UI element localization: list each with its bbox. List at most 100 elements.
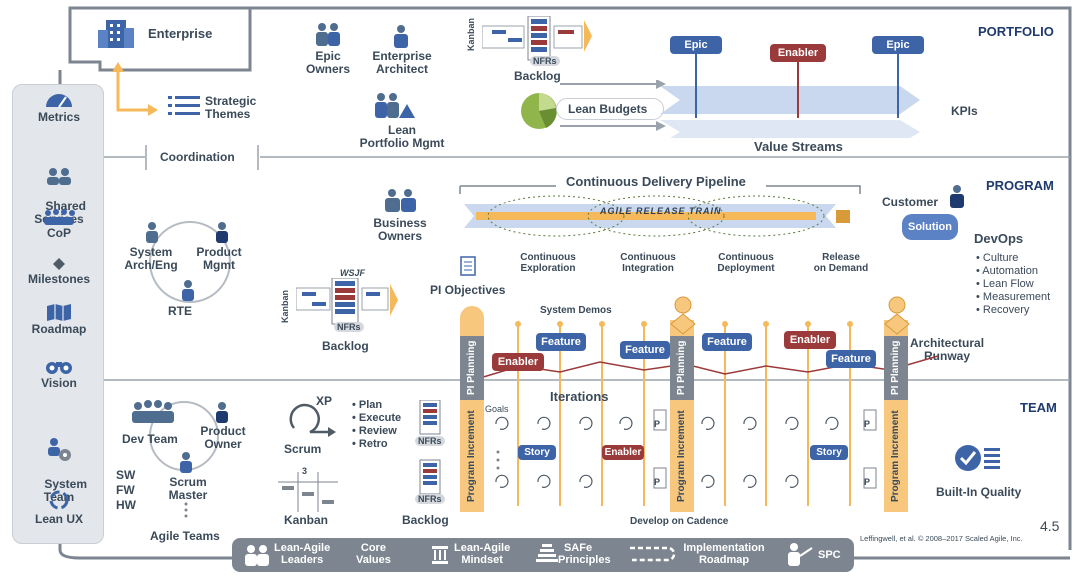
sidebar-item-lean-ux[interactable]: Lean UX: [13, 489, 105, 526]
diamond-icon: [53, 258, 65, 270]
strategic-themes-label: Strategic Themes: [205, 94, 257, 121]
program-kanban-label: Kanban: [280, 289, 290, 323]
portfolio-kanban-board: [482, 16, 592, 61]
program-nfrs-label: NFRs: [334, 322, 364, 332]
value-streams-graphic: [660, 36, 920, 138]
sidebar: Metrics Shared Services CoP Milestones R…: [12, 84, 104, 544]
team-kanban-label: Kanban: [284, 513, 329, 527]
lean-agile-mindset-link[interactable]: Lean-Agile Mindset: [454, 542, 511, 566]
feature-2: Feature: [620, 341, 670, 359]
coordination-label: Coordination: [160, 150, 235, 164]
document-icon: [460, 256, 476, 276]
enabler-2: Enabler: [784, 331, 836, 349]
program-increment-label-2: Program Increment: [676, 410, 687, 502]
pi-planning-label-1: PI Planning: [466, 340, 477, 396]
core-values-link[interactable]: Core Values: [356, 542, 391, 566]
map-icon: [47, 304, 71, 321]
continuous-exploration-label: Continuous Exploration: [520, 252, 576, 274]
team-backlog-stacks: [419, 400, 441, 495]
version-label: 4.5: [1040, 518, 1060, 534]
built-in-quality-label: Built-In Quality: [936, 485, 1022, 499]
team-backlog-label: Backlog: [402, 513, 449, 527]
program-level-label: PROGRAM: [986, 178, 1054, 193]
enterprise-label: Enterprise: [148, 26, 213, 41]
continuous-integration-label: Continuous Integration: [620, 252, 676, 274]
xp-label: XP: [316, 394, 333, 408]
community-icon: [44, 209, 75, 225]
team-nfrs-label-2: NFRs: [415, 494, 445, 504]
kpis-label: KPIs: [951, 104, 978, 118]
product-mgmt-label: Product Mgmt: [196, 245, 242, 272]
fw-label: FW: [116, 483, 135, 497]
pie-chart-icon: [521, 93, 557, 129]
devops-label: DevOps: [974, 231, 1024, 246]
binoculars-icon: [46, 362, 72, 374]
pi-planning-box-2: [670, 336, 694, 400]
leaders-icon: [245, 545, 269, 566]
sidebar-item-roadmap[interactable]: Roadmap: [13, 303, 105, 336]
safe-principles-link[interactable]: SAFe Principles: [558, 542, 611, 566]
release-on-demand-label: Release on Demand: [813, 252, 869, 274]
art-pipeline: [459, 185, 861, 237]
solution-pill: Solution: [902, 214, 958, 240]
lean-budgets-pill: [556, 98, 664, 120]
architectural-runway-label: Architectural Runway: [910, 336, 985, 363]
story-2: Story: [810, 445, 848, 460]
budget-arrows: [560, 80, 666, 131]
sidebar-item-milestones[interactable]: Milestones: [13, 257, 105, 286]
goals-label: Goals: [485, 404, 509, 414]
develop-on-cadence-label: Develop on Cadence: [630, 516, 729, 527]
system-arch-label: System Arch/Eng: [124, 245, 178, 272]
gauge-icon: [46, 94, 72, 108]
team-level-label: TEAM: [1020, 400, 1057, 415]
lpm-icon: [375, 93, 415, 118]
roadmap-path-icon: [630, 546, 676, 562]
iterations-label: Iterations: [550, 389, 609, 404]
portfolio-kanban-label: Kanban: [466, 17, 476, 51]
spc-link[interactable]: SPC: [818, 549, 841, 561]
lean-agile-leaders-link[interactable]: Lean-Agile Leaders: [274, 542, 331, 566]
business-owners-icon: [385, 189, 416, 212]
p-box-4: P: [864, 477, 871, 487]
cdp-label: Continuous Delivery Pipeline: [566, 174, 746, 189]
list-icon: [168, 96, 200, 115]
portfolio-nfrs-label: NFRs: [530, 56, 560, 66]
program-backlog-label: Backlog: [322, 339, 369, 353]
sidebar-item-cop[interactable]: CoP: [13, 207, 105, 240]
art-label: AGILE RELEASE TRAIN: [600, 206, 722, 216]
enterprise-architect-label: Enterprise Architect: [372, 49, 432, 76]
scrum-loop-icon: [289, 403, 336, 437]
business-owners-label: Business Owners: [373, 216, 427, 243]
scrum-master-label: Scrum Master: [168, 475, 208, 502]
continuous-deployment-label: Continuous Deployment: [717, 252, 775, 274]
product-owner-label: Product Owner: [200, 424, 246, 451]
portfolio-backlog-label: Backlog: [514, 69, 561, 83]
epic-flag-1: Epic: [670, 36, 722, 54]
team-gear-icon: [48, 438, 71, 461]
principles-icon: [536, 544, 558, 562]
p-box-2: P: [654, 477, 661, 487]
implementation-roadmap-link[interactable]: Implementation Roadmap: [683, 542, 765, 566]
ia-icon-2: [884, 296, 910, 335]
team-nfrs-label-1: NFRs: [415, 436, 445, 446]
pi-planning-box-1: [460, 336, 484, 400]
p-box-3: P: [864, 419, 871, 429]
program-kanban-board: [296, 278, 398, 325]
scrum-steps-list: • Plan • Execute • Review • Retro: [352, 399, 402, 450]
sidebar-item-vision[interactable]: Vision: [13, 357, 105, 390]
dev-team-label: Dev Team: [122, 432, 178, 446]
rte-label: RTE: [168, 304, 192, 318]
value-streams-label: Value Streams: [754, 139, 843, 154]
people-icon: [47, 168, 71, 185]
sidebar-item-metrics[interactable]: Metrics: [13, 91, 105, 124]
customer-icon: [950, 185, 964, 208]
mindset-icon: [432, 546, 448, 564]
cycle-arrows-icon: [49, 490, 69, 510]
spc-icon: [788, 543, 813, 566]
enabler-1: Enabler: [492, 353, 544, 371]
feature-1: Feature: [536, 333, 586, 351]
epic-owners-icon: [316, 23, 340, 46]
program-increment-label-1: Program Increment: [466, 410, 477, 502]
building-icon: [98, 20, 134, 48]
enabler-flag: Enabler: [770, 44, 826, 62]
